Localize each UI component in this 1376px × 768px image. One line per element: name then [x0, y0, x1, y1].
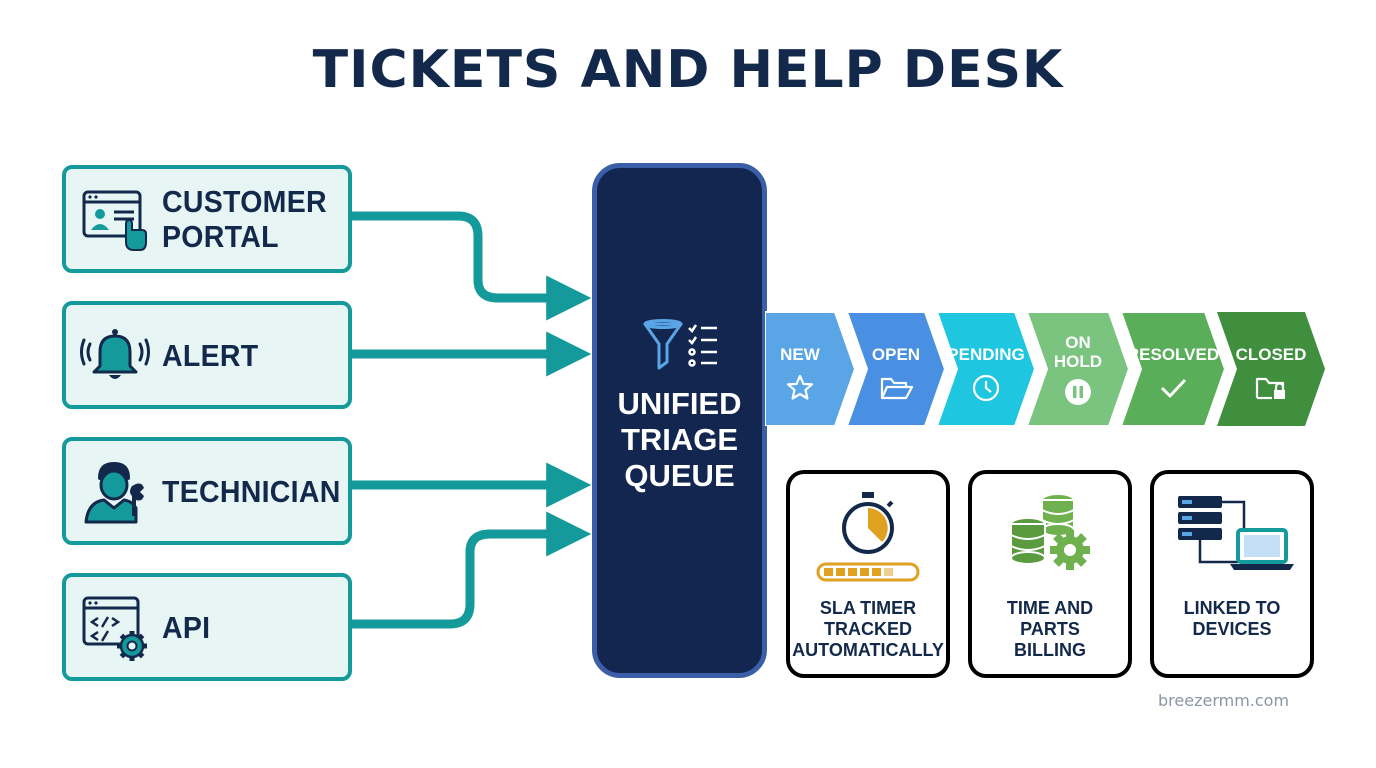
- open-folder-icon: [880, 377, 914, 400]
- arrow-api: [350, 511, 592, 629]
- queue-label: UNIFIED TRIAGE QUEUE: [617, 386, 742, 493]
- source-api: API: [62, 573, 352, 681]
- pause-icon: [1065, 379, 1091, 405]
- locked-folder-icon: [1255, 377, 1285, 400]
- stage-pending: [935, 311, 1037, 426]
- unified-triage-queue: UNIFIED TRIAGE QUEUE: [592, 163, 767, 678]
- stage-on-hold: [1025, 311, 1131, 426]
- stage-label: OPEN: [872, 345, 920, 364]
- stage-label: CLOSED: [1236, 345, 1307, 364]
- clock-icon: [972, 374, 1000, 402]
- page-title: TICKETS AND HELP DESK: [312, 40, 1064, 100]
- source-label-technician: TECHNICIAN: [162, 473, 341, 509]
- stopwatch-progress-icon: [816, 492, 920, 582]
- source-label-alert: ALERT: [162, 337, 259, 373]
- stage-closed: [1217, 312, 1325, 426]
- stage-label: PENDING: [947, 345, 1024, 364]
- funnel-checklist-icon: [643, 319, 717, 370]
- stage-open: [845, 311, 947, 426]
- stage-new: [765, 311, 857, 426]
- feature-billing: TIME AND PARTS BILLING: [968, 470, 1132, 678]
- stage-resolved: [1119, 311, 1227, 426]
- stage-label: NEW: [780, 345, 821, 364]
- feature-label-billing: TIME AND PARTS BILLING: [1006, 598, 1094, 660]
- alert-bell-icon: [80, 329, 150, 379]
- customer-portal-icon: [82, 190, 147, 251]
- check-icon: [1160, 378, 1187, 398]
- feature-label-linked-devices: LINKED TO DEVICES: [1183, 598, 1281, 639]
- star-icon: [786, 374, 814, 400]
- coins-gear-icon: [1010, 493, 1090, 570]
- source-customer-portal: CUSTOMER PORTAL: [62, 165, 352, 273]
- feature-sla-timer: SLA TIMER TRACKED AUTOMATICALLY: [786, 470, 950, 678]
- technician-icon: [84, 462, 144, 524]
- source-alert: ALERT: [62, 301, 352, 409]
- api-code-gear-icon: [82, 596, 147, 661]
- server-laptop-icon: [1178, 496, 1294, 570]
- source-label-customer-portal: CUSTOMER PORTAL: [162, 184, 327, 254]
- source-label-api: API: [162, 609, 211, 645]
- arrow-customer-portal: [350, 211, 592, 321]
- feature-label-sla-timer: SLA TIMER TRACKED AUTOMATICALLY: [792, 598, 944, 660]
- website-url: breezermm.com: [1158, 691, 1290, 710]
- source-technician: TECHNICIAN: [62, 437, 352, 545]
- feature-linked-devices: LINKED TO DEVICES: [1150, 470, 1314, 678]
- stage-label: RESOLVED: [1127, 345, 1219, 364]
